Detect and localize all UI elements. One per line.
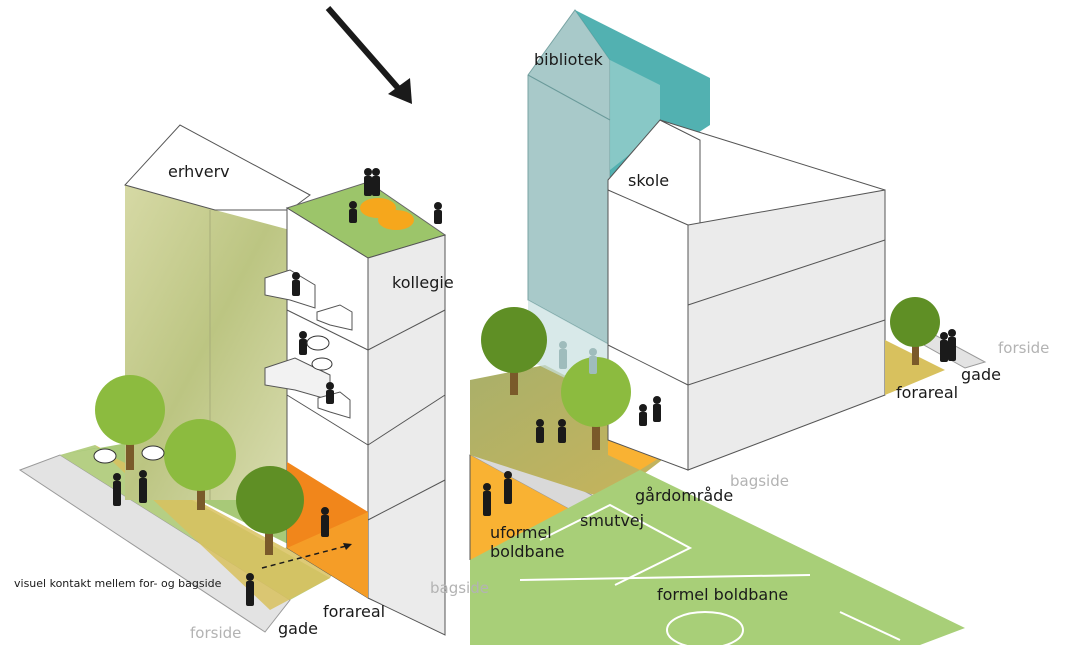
- label-gade-left: gade: [278, 619, 318, 638]
- label-gaardomraade: gårdområde: [635, 486, 734, 505]
- tree-2: [164, 419, 236, 510]
- speech-bubble-icon: [93, 448, 117, 464]
- label-uformel-2: boldbane: [490, 542, 565, 561]
- person-icon: [434, 202, 442, 224]
- label-skole: skole: [628, 171, 670, 190]
- label-forareal-right: forareal: [896, 383, 959, 402]
- label-bagside-right: bagside: [730, 472, 789, 490]
- speech-bubble-icon: [141, 445, 165, 461]
- pitch-line-2: [519, 574, 811, 581]
- label-kollegie: kollegie: [392, 273, 454, 292]
- roof-table-orange-2: [378, 210, 414, 230]
- formal-pitch: [470, 470, 965, 645]
- person-icon: [940, 332, 948, 362]
- visual-contact-arrowhead: [343, 543, 352, 550]
- person-icon: [372, 168, 380, 196]
- speech-bubbles: [93, 335, 333, 464]
- skole-front-wall: [607, 189, 689, 471]
- person-icon: [536, 419, 544, 443]
- person-icon: [326, 382, 334, 404]
- trees: [95, 297, 940, 555]
- person-icon: [558, 419, 566, 443]
- label-forside-left: forside: [190, 624, 242, 642]
- erhverv-roof: [124, 124, 311, 211]
- person-icon: [589, 348, 597, 374]
- label-bagside-left: bagside: [430, 579, 489, 597]
- label-gade-right: gade: [961, 365, 1001, 384]
- person-icon: [948, 329, 956, 361]
- person-icon: [299, 331, 307, 355]
- person-icon: [504, 471, 512, 504]
- person-icon: [139, 470, 147, 503]
- person-icon: [246, 573, 254, 606]
- visual-contact-line: [261, 544, 351, 569]
- skole-building: [607, 119, 886, 471]
- bibliotek-side-lower: [610, 60, 660, 170]
- tree-5: [561, 357, 631, 450]
- person-icon: [349, 201, 357, 223]
- pitch-center-circle: [666, 611, 744, 645]
- person-icon: [653, 396, 661, 422]
- tree-1: [95, 375, 165, 470]
- balcony-1: [264, 269, 316, 309]
- pitch-line-1: [539, 503, 693, 586]
- person-icon: [292, 272, 300, 296]
- person-icon: [113, 473, 121, 506]
- speech-bubble-icon: [306, 335, 330, 351]
- person-icon: [639, 404, 647, 426]
- person-icon: [364, 168, 372, 196]
- label-formel-boldbane: formel boldbane: [657, 585, 789, 604]
- label-uformel-1: uformel: [490, 523, 552, 542]
- person-icon: [321, 507, 329, 537]
- balcony-2: [316, 304, 353, 331]
- tree-6: [890, 297, 940, 365]
- arrow-icon: [325, 6, 412, 104]
- erhverv-facade: [125, 185, 290, 500]
- label-erhverv: erhverv: [168, 162, 230, 181]
- person-icon: [559, 341, 567, 369]
- people: [113, 168, 956, 606]
- tree-3: [236, 466, 304, 555]
- label-forareal-left: forareal: [323, 602, 386, 621]
- right-forareal: [885, 340, 945, 395]
- speech-bubble-icon: [311, 357, 333, 371]
- tree-4: [481, 307, 547, 395]
- person-icon: [483, 483, 491, 516]
- pitch-line-3: [839, 611, 901, 641]
- label-bibliotek: bibliotek: [534, 50, 603, 69]
- label-smutvej: smutvej: [580, 511, 645, 530]
- label-forside-right: forside: [998, 339, 1050, 357]
- kollegie-front-face: [367, 234, 446, 636]
- label-visuel-kontakt: visuel kontakt mellem for- og bagside: [14, 577, 222, 590]
